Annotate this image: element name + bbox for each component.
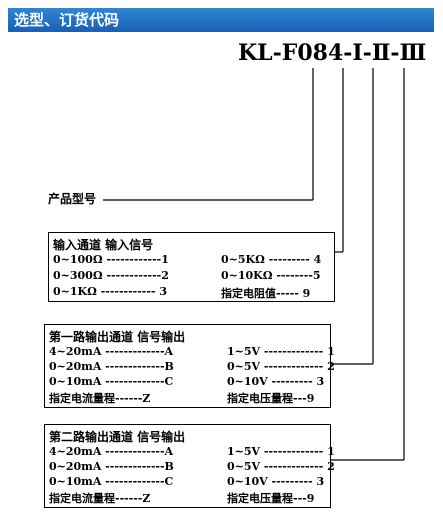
output2-channel-box: 第二路输出通道 信号输出 4~20mA -------------A 0~20m… (44, 424, 335, 508)
input-option: 0~10KΩ --------5 (221, 269, 321, 282)
output1-box-header: 第一路输出通道 信号输出 (49, 330, 186, 344)
input-channel-box: 输入通道 输入信号 0~100Ω ------------1 0~300Ω --… (48, 232, 335, 302)
output2-option: 1~5V ------------- 1 (227, 445, 335, 458)
input-option: 0~300Ω ------------2 (53, 269, 169, 282)
output2-option: 0~20mA -------------B (49, 460, 174, 473)
output2-option: 指定电压量程---9 (227, 492, 315, 505)
output1-option: 0~20mA -------------B (49, 360, 174, 373)
output2-option: 0~10V --------- 3 (227, 475, 325, 488)
input-option: 0~5KΩ --------- 4 (221, 253, 322, 266)
product-model-label: 产品型号 (48, 192, 97, 206)
output1-option: 1~5V ------------- 1 (227, 345, 335, 358)
output1-option: 4~20mA -------------A (49, 345, 174, 358)
output2-option: 0~10mA -------------C (49, 475, 174, 488)
output1-option: 0~10V --------- 3 (227, 375, 325, 388)
output2-option: 指定电流量程------Z (49, 492, 151, 505)
input-box-header: 输入通道 输入信号 (53, 238, 154, 252)
output2-option: 4~20mA -------------A (49, 445, 174, 458)
model-code: KL-F084-Ⅰ-Ⅱ-Ⅲ (238, 40, 427, 66)
input-option: 指定电阻值----- 9 (221, 287, 311, 300)
output1-option: 指定电流量程------Z (49, 392, 151, 405)
output1-option: 0~10mA -------------C (49, 375, 174, 388)
output2-box-header: 第二路输出通道 信号输出 (49, 430, 186, 444)
section-title-bar: 选型、订货代码 (8, 8, 434, 32)
input-option: 0~100Ω ------------1 (53, 253, 169, 266)
input-option: 0~1KΩ ------------ 3 (53, 285, 167, 298)
output1-option: 指定电压量程---9 (227, 392, 315, 405)
output1-channel-box: 第一路输出通道 信号输出 4~20mA -------------A 0~20m… (44, 324, 335, 408)
output1-option: 0~5V ------------- 2 (227, 360, 335, 373)
section-title: 选型、订货代码 (14, 11, 120, 29)
output2-option: 0~5V ------------- 2 (227, 460, 335, 473)
